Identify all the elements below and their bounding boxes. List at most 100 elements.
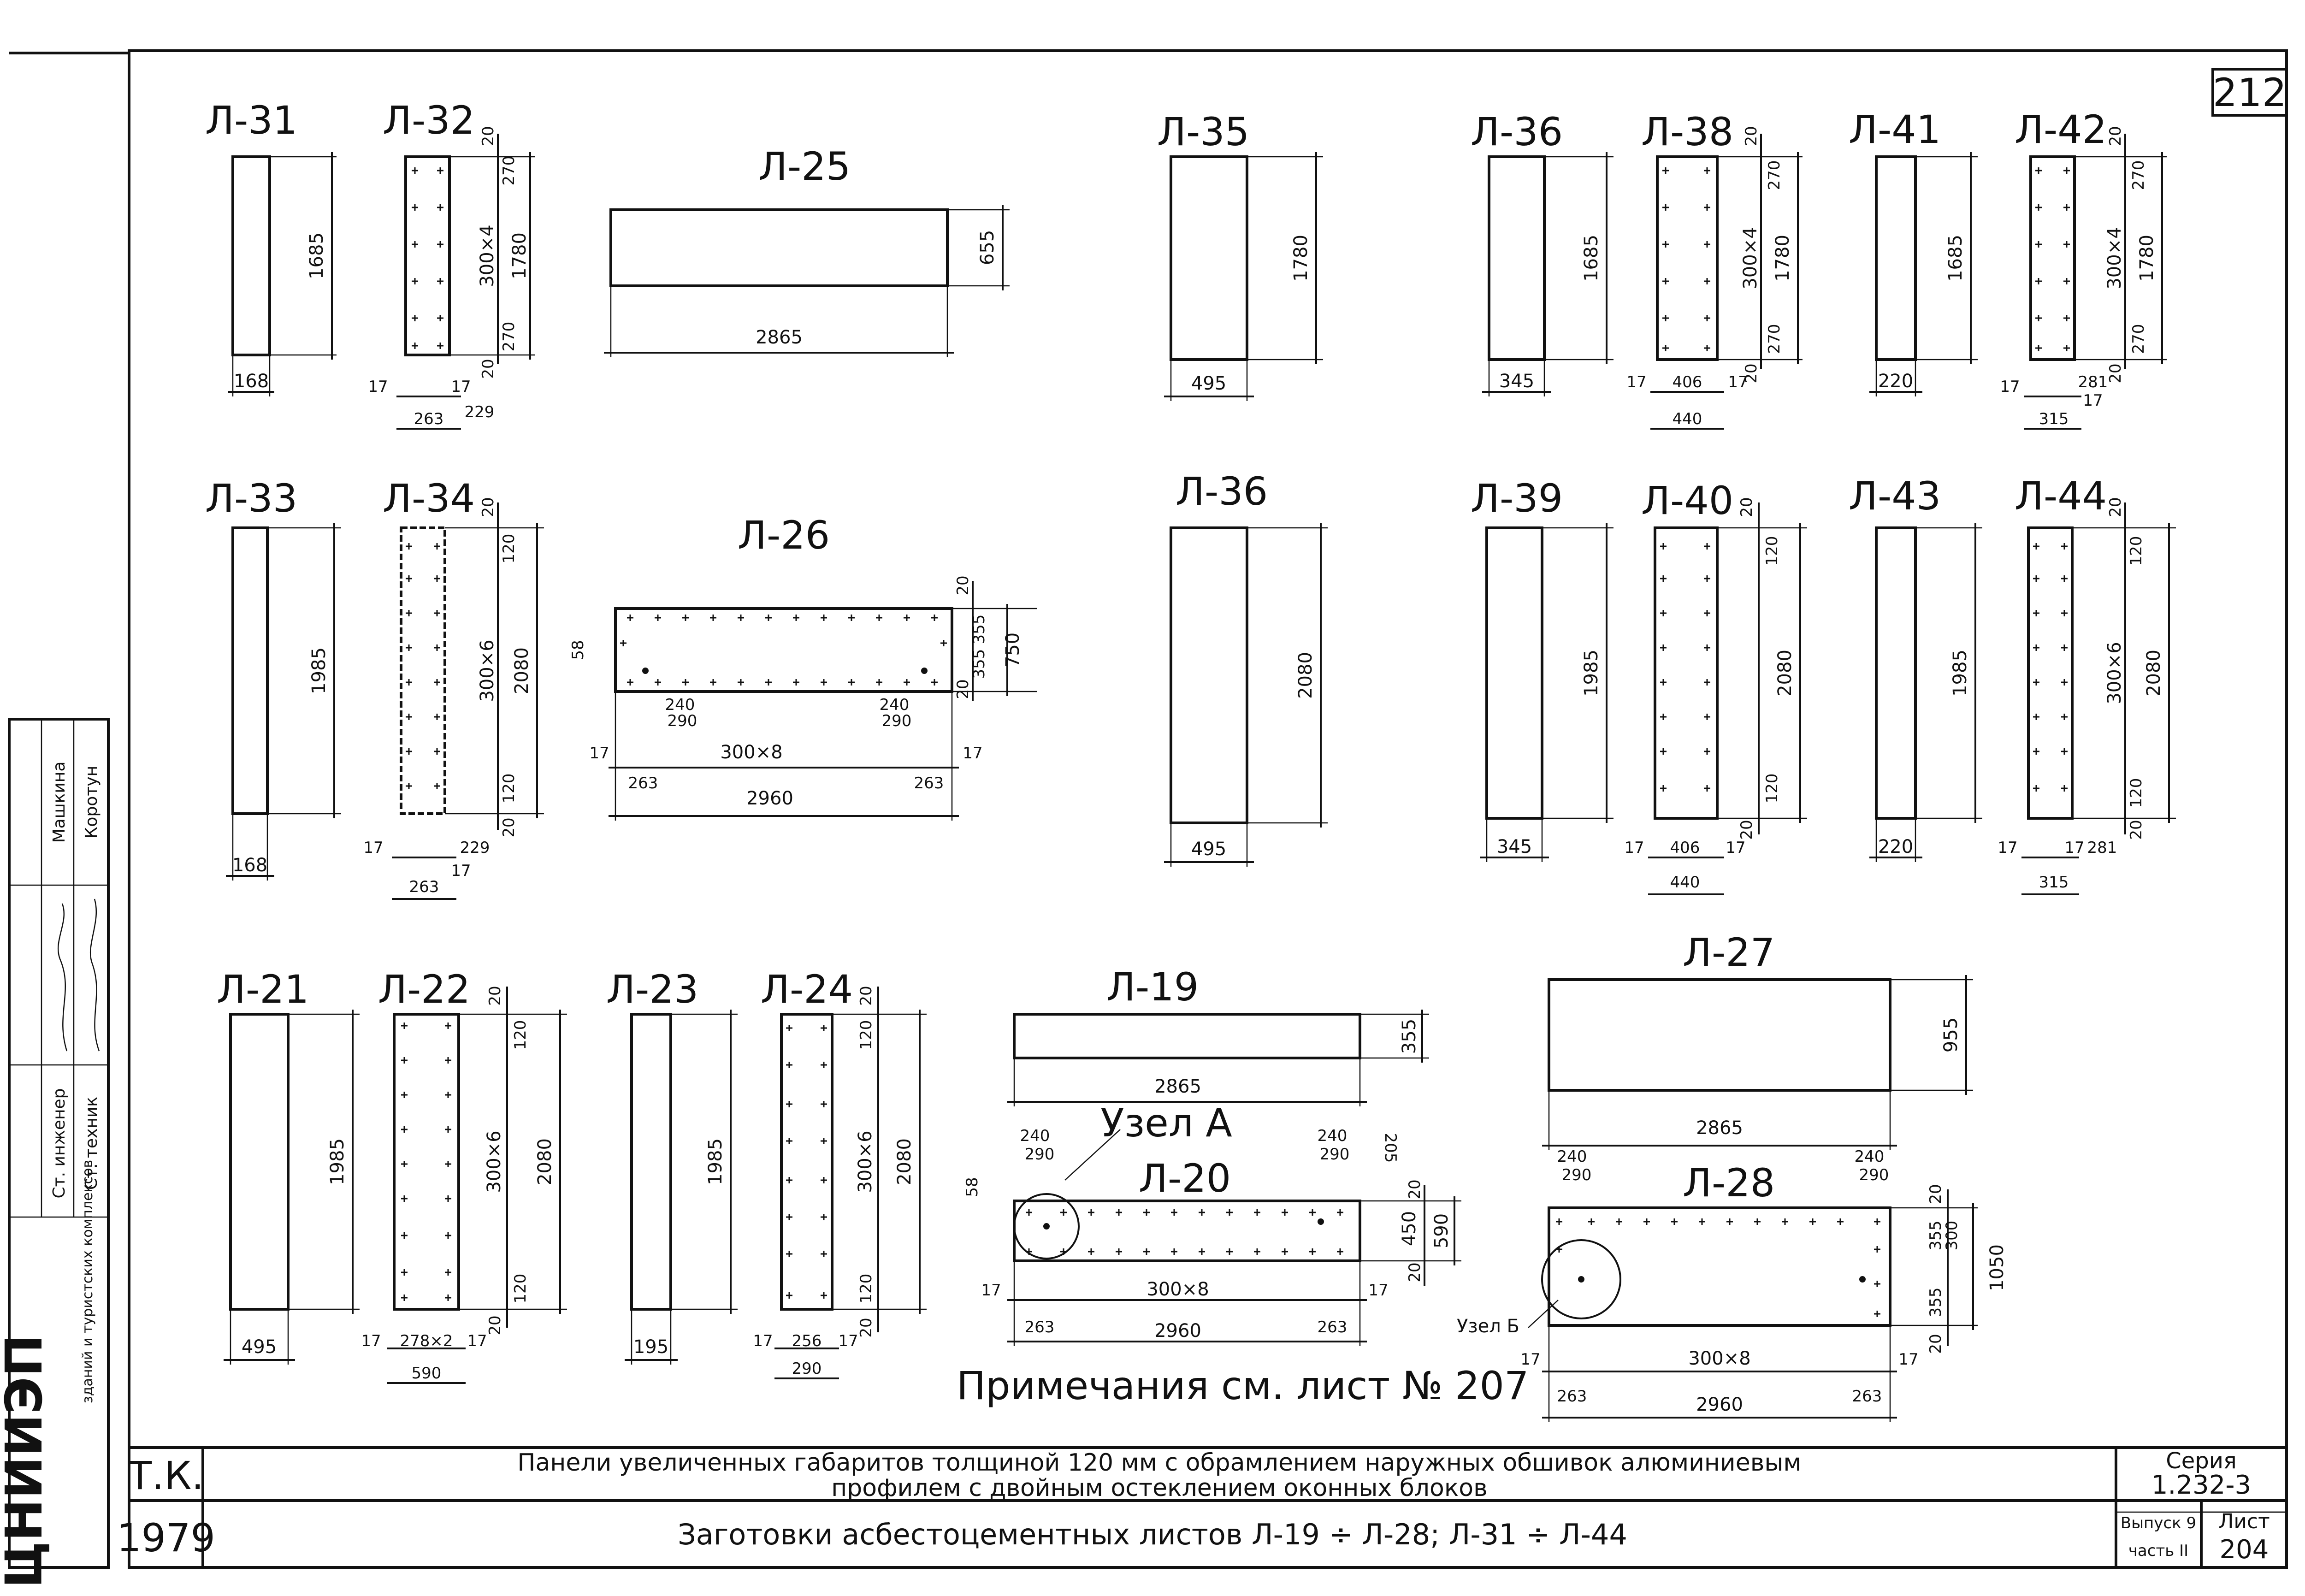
fastener-grid [620, 615, 947, 686]
svg-text:17: 17 [361, 1332, 381, 1350]
dim-width: 220 [1878, 836, 1913, 857]
svg-text:17: 17 [368, 378, 388, 396]
dim-pitch: 300×4 [477, 225, 498, 287]
panel-l32: Л-32 20 270 300×4 1780 270 20 17 17 263 … [368, 98, 535, 430]
svg-text:300×6: 300×6 [2104, 642, 2125, 704]
svg-text:406: 406 [1670, 839, 1700, 857]
panel-l39: Л-39 1985 345 [1471, 476, 1614, 862]
svg-text:58: 58 [569, 640, 587, 660]
svg-text:17: 17 [1898, 1350, 1918, 1369]
svg-text:20: 20 [486, 986, 504, 1005]
list-value: 204 [2220, 1535, 2269, 1565]
svg-text:17: 17 [1626, 373, 1646, 391]
dim-height: 1780 [509, 232, 530, 279]
panel-l22: Л-22 20 120 300×6 2080 120 20 17 278×2 1… [361, 967, 567, 1384]
svg-text:300: 300 [1943, 1221, 1961, 1251]
dim-height: 1780 [1290, 235, 1312, 282]
svg-text:120: 120 [857, 1274, 875, 1304]
svg-text:205: 205 [1381, 1133, 1400, 1163]
svg-text:17: 17 [1728, 373, 1748, 391]
svg-text:440: 440 [1670, 873, 1700, 892]
panel-outline [1170, 526, 1248, 824]
svg-text:300×8: 300×8 [1147, 1279, 1209, 1300]
svg-text:17: 17 [981, 1281, 1001, 1300]
svg-text:120: 120 [511, 1020, 530, 1050]
svg-text:590: 590 [1431, 1213, 1452, 1248]
panel-l19: Л-19 355 2865 [1007, 964, 1429, 1106]
sheet-number: 212 [2213, 70, 2287, 115]
svg-text:20: 20 [954, 679, 972, 699]
panel-label: Л-44 [2015, 473, 2107, 519]
panel-label: Л-23 [606, 967, 698, 1012]
svg-text:17: 17 [1998, 839, 2017, 857]
svg-text:263: 263 [1318, 1318, 1348, 1336]
node-a-label: Узел А [1100, 1100, 1232, 1146]
panel-label: Л-21 [217, 967, 309, 1012]
svg-text:17: 17 [1726, 839, 1745, 857]
panel-l26: Л-26 20 355 355 750 20 58 240 290 240 29… [569, 513, 1037, 821]
panel-l24: Л-24 20 120 300×6 2080 120 20 17 256 17 … [753, 967, 927, 1379]
dim-width: 495 [242, 1336, 277, 1358]
dept-name: зданий и туристских комплексов [80, 1160, 96, 1403]
svg-text:263: 263 [414, 410, 444, 428]
panel-outline [1654, 526, 1719, 820]
svg-text:120: 120 [500, 534, 518, 564]
series-label: Серия [2166, 1448, 2237, 1474]
panel-label: Л-22 [378, 967, 470, 1012]
panel-l34: Л-34 20 120 300×6 2080 120 20 17 229 17 … [363, 476, 544, 900]
svg-text:120: 120 [2127, 778, 2145, 808]
panel-label: Л-34 [383, 476, 475, 521]
panel-outline [404, 155, 451, 356]
svg-text:58: 58 [963, 1177, 981, 1197]
svg-text:2080: 2080 [1774, 650, 1796, 697]
svg-text:20: 20 [1406, 1179, 1424, 1199]
svg-text:290: 290 [882, 712, 912, 730]
svg-text:263: 263 [1852, 1387, 1882, 1406]
svg-text:315: 315 [2039, 873, 2069, 892]
svg-text:2080: 2080 [511, 647, 532, 694]
panel-outline [231, 526, 269, 815]
svg-text:120: 120 [857, 1020, 875, 1050]
dim-width: 345 [1499, 371, 1534, 392]
svg-text:290: 290 [668, 712, 697, 730]
dim-height: 1685 [1945, 235, 1966, 282]
svg-text:20: 20 [2127, 820, 2145, 839]
svg-text:290: 290 [1025, 1145, 1055, 1164]
panel-outline [2027, 526, 2074, 820]
panel-outline [630, 1013, 672, 1311]
panel-label: Л-36 [1176, 469, 1268, 514]
panel-l36-top: Л-36 1685 345 [1471, 109, 1614, 396]
svg-text:20: 20 [1927, 1334, 1945, 1354]
svg-text:17: 17 [1368, 1281, 1388, 1300]
panel-outline [1485, 526, 1543, 820]
fastener-point [921, 668, 928, 674]
fastener-grid [1662, 167, 1710, 351]
panel-outline [614, 607, 953, 693]
panel-label: Л-19 [1106, 964, 1199, 1010]
fastener-point [1859, 1276, 1866, 1283]
panel-outline [1548, 1206, 1891, 1327]
svg-text:263: 263 [409, 878, 439, 896]
dim-width: 495 [1191, 373, 1226, 394]
dim-width: 2865 [756, 327, 803, 348]
role-2: Ст. техник [82, 1097, 101, 1190]
issue-label: Выпуск 9 [2121, 1514, 2196, 1532]
svg-text:20: 20 [1742, 363, 1761, 383]
svg-text:17: 17 [363, 839, 383, 857]
panel-l31: Л-31 1685 168 [205, 98, 337, 396]
panel-l40: Л-40 20 120 2080 120 20 17 406 17 440 [1624, 478, 1807, 895]
svg-text:20: 20 [1927, 1184, 1945, 1204]
panel-l20: Л-20 Узел А 240 290 240 290 205 58 20 45… [963, 1100, 1461, 1346]
role-1: Ст. инженер [50, 1088, 69, 1198]
dim-height: 1985 [308, 647, 330, 694]
svg-text:355: 355 [1927, 1221, 1945, 1251]
dim-height: 955 [1940, 1017, 1962, 1052]
svg-text:440: 440 [1673, 410, 1702, 428]
svg-text:20: 20 [857, 1318, 875, 1337]
svg-text:590: 590 [412, 1364, 442, 1383]
panel-l42: Л-42 20 270 300×4 1780 270 20 17 281 17 … [2000, 107, 2167, 430]
sheet-number-box [2211, 68, 2288, 117]
panel-label: Л-28 [1683, 1160, 1775, 1206]
name-1: Машкина [50, 762, 69, 843]
svg-text:17: 17 [1520, 1350, 1540, 1369]
